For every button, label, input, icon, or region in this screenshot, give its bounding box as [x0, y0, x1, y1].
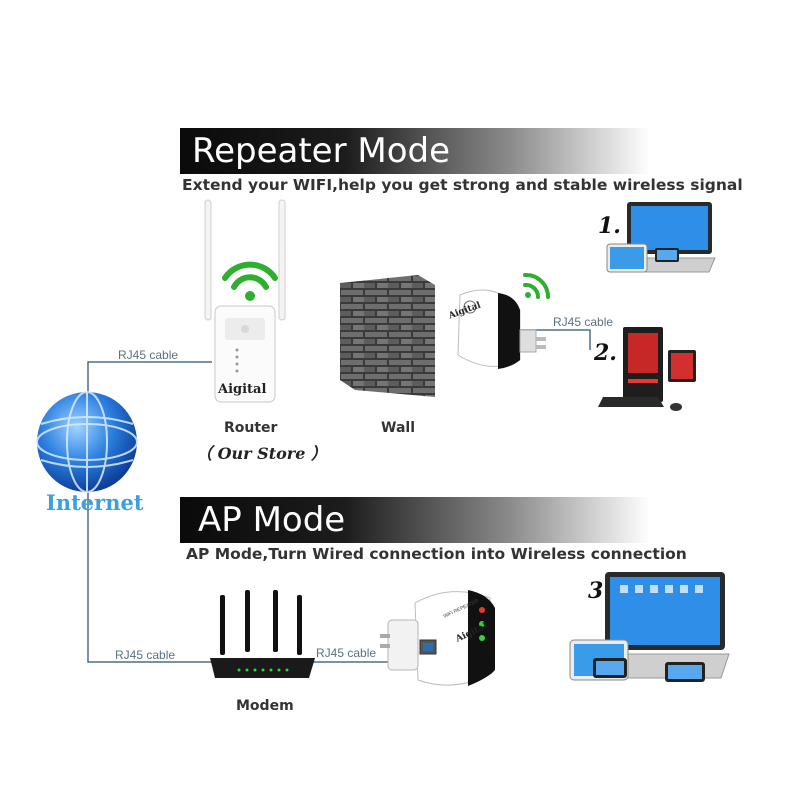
ap-mode-subtitle: AP Mode,Turn Wired connection into Wirel… — [186, 545, 687, 563]
router-brand: Aigital — [218, 382, 267, 397]
number-1: 1. — [598, 213, 621, 239]
wall-label: Wall — [381, 420, 415, 436]
desktop-pc-image — [598, 327, 696, 411]
router-wifi-icon — [222, 261, 278, 290]
ap-repeater-device-image — [380, 590, 495, 686]
cable-label-desktop: RJ45 cable — [553, 315, 614, 329]
brick-wall-image — [340, 275, 435, 397]
cable-label-router: RJ45 cable — [118, 348, 179, 362]
repeater-mode-subtitle: Extend your WIFI,help you get strong and… — [182, 176, 743, 194]
store-label: （ Our Store ） — [196, 444, 327, 463]
router-antenna-left — [204, 199, 212, 321]
ap-mode-banner — [180, 497, 650, 543]
ap-mode-title: AP Mode — [198, 500, 346, 540]
modem-image — [210, 590, 315, 678]
laptop-tablet-phone-image — [606, 202, 716, 273]
cable-label-ap-repeater: RJ45 cable — [316, 646, 377, 660]
internet-label: Internet — [46, 490, 144, 515]
router-label: Router — [224, 420, 278, 436]
internet-globe-icon — [36, 391, 138, 493]
modem-label: Modem — [236, 698, 294, 714]
router-image — [204, 199, 286, 403]
router-antenna-right — [278, 199, 286, 321]
cable-internet-router — [87, 361, 212, 395]
repeater-mode-banner — [180, 128, 650, 174]
cable-repeater-desktop — [520, 329, 591, 350]
number-2: 2. — [594, 340, 617, 366]
laptop-phones-image — [569, 572, 730, 682]
repeater-mode-title: Repeater Mode — [192, 131, 451, 171]
cable-internet-modem — [87, 485, 212, 663]
repeater-device-image — [457, 272, 551, 369]
repeater-wifi-icon — [523, 272, 551, 299]
cable-label-modem: RJ45 cable — [115, 648, 176, 662]
